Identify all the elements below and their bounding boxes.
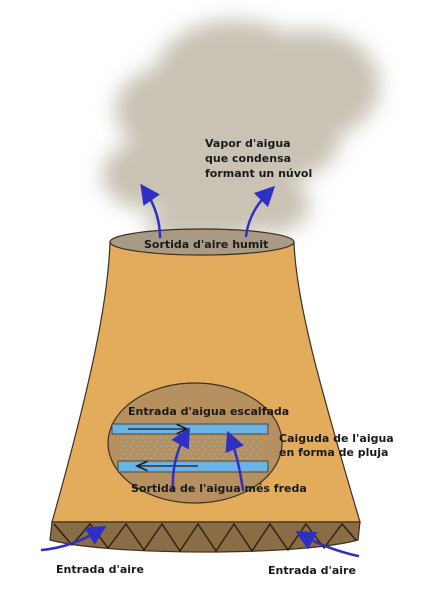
hot-water-in-label: Entrada d'aigua escalfada: [128, 405, 289, 418]
air-inside-arrow-left: [171, 427, 190, 492]
tower-base: [49, 521, 361, 553]
air-in-label-right: Entrada d'aire: [268, 564, 356, 577]
air-out-arrow-right: [244, 185, 276, 238]
rain-fall-label-line2: en forma de pluja: [279, 446, 388, 459]
cold-water-out-label: Sortida de l'aigua més freda: [131, 482, 307, 495]
air-inside-arrow-right: [225, 430, 245, 492]
steam-cloud: [102, 20, 380, 243]
hot-water-pipe: [111, 423, 269, 435]
rain-fall-label-line1: Caiguda de l'aigua: [279, 432, 394, 445]
vapor-label-line2: que condensa: [205, 152, 291, 165]
interior-window: [107, 382, 283, 504]
tower-top-opening: [109, 228, 295, 256]
air-in-label-left: Entrada d'aire: [56, 563, 144, 576]
vapor-label-line3: formant un núvol: [205, 167, 312, 180]
air-in-arrow-left: [40, 525, 107, 552]
air-out-arrow-left: [140, 183, 162, 239]
air-in-arrow-right: [295, 531, 360, 558]
vapor-label-line1: Vapor d'aigua: [205, 137, 291, 150]
humid-air-out-label: Sortida d'aire humit: [144, 238, 268, 251]
